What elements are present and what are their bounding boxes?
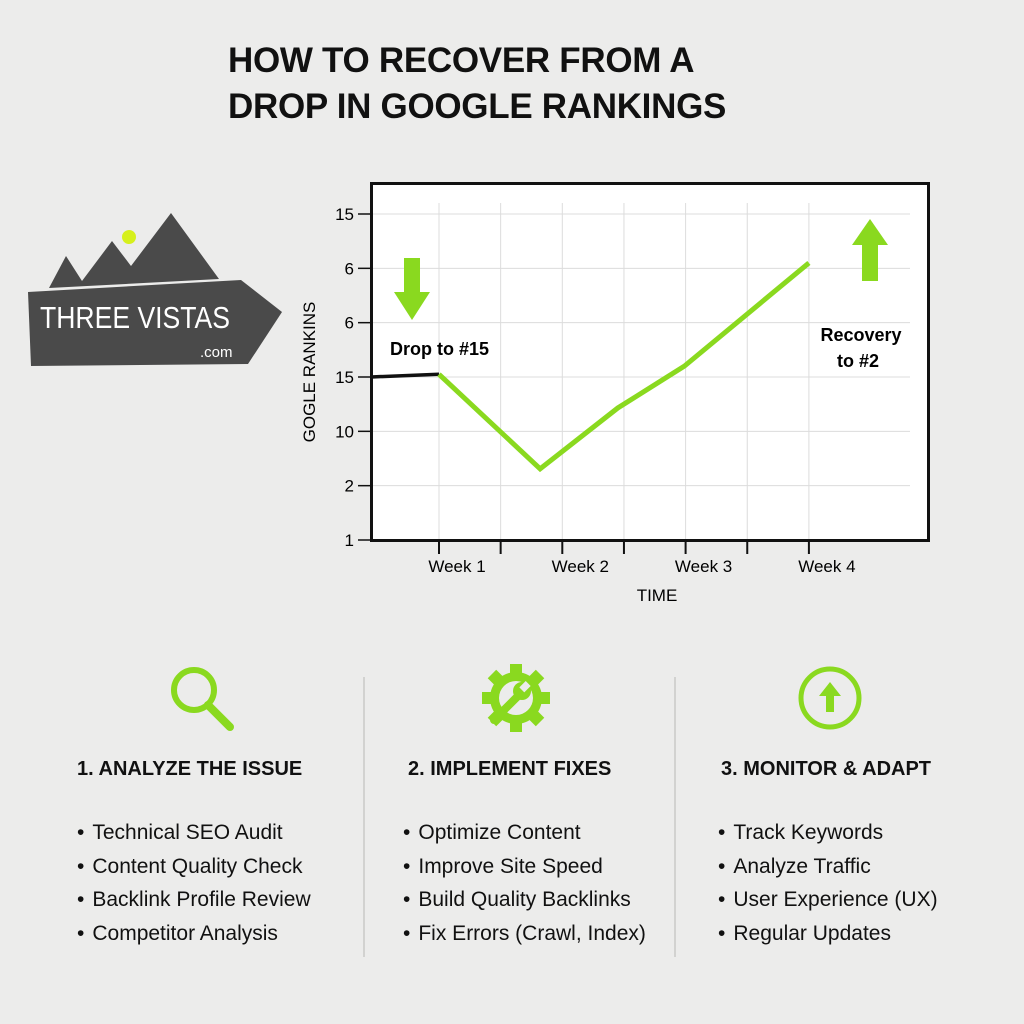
list-item: Regular Updates (718, 919, 938, 953)
up-arrow-icon (852, 219, 888, 281)
logo-suffix: .com (200, 344, 233, 361)
list-item: Content Quality Check (77, 852, 311, 886)
magnifier-icon (171, 667, 234, 731)
recovery-annotation-line1: Recovery (820, 325, 901, 345)
y-tick-label: 15 (335, 368, 354, 387)
x-tick-label: Week 4 (798, 557, 855, 576)
step-3-heading: 3. MONITOR & ADAPT (721, 758, 932, 780)
x-tick-label: Week 2 (552, 557, 609, 576)
page-title: HOW TO RECOVER FROM A DROP IN GOOGLE RAN… (228, 38, 726, 130)
list-item: Analyze Traffic (718, 852, 938, 886)
gear-wrench-icon (482, 664, 550, 732)
x-axis-label: TIME (637, 586, 678, 605)
arrow-up-circle-icon (798, 666, 862, 730)
x-tick-label: Week 3 (675, 557, 732, 576)
step-1-heading: 1. ANALYZE THE ISSUE (77, 758, 303, 780)
y-tick-label: 6 (345, 314, 354, 333)
sun-icon (122, 230, 136, 244)
y-tick-label: 10 (335, 422, 354, 441)
column-divider (674, 677, 676, 957)
y-tick-label: 15 (335, 205, 354, 224)
three-vistas-logo: THREE VISTAS .com (28, 213, 282, 366)
list-item: Optimize Content (403, 818, 646, 852)
list-item: Build Quality Backlinks (403, 885, 646, 919)
list-item: Technical SEO Audit (77, 818, 311, 852)
list-item: Improve Site Speed (403, 852, 646, 886)
recovery-annotation-line2: to #2 (837, 351, 879, 371)
series-line-baseline (370, 372, 440, 379)
title-line-1: HOW TO RECOVER FROM A (228, 41, 695, 80)
series-line-rankings (437, 260, 811, 473)
list-item: Fix Errors (Crawl, Index) (403, 919, 646, 953)
list-item: User Experience (UX) (718, 885, 937, 919)
list-item: Backlink Profile Review (77, 885, 310, 919)
logo-text: THREE VISTAS (40, 300, 230, 335)
step-2-list: Optimize Content Improve Site Speed Buil… (403, 818, 646, 952)
step-3-list: Track Keywords Analyze Traffic User Expe… (718, 818, 938, 953)
drop-annotation: Drop to #15 (390, 339, 489, 359)
plot-frame (370, 182, 930, 542)
step-1-list: Technical SEO Audit Content Quality Chec… (77, 818, 311, 953)
y-tick-label: 2 (345, 477, 354, 496)
down-arrow-icon (394, 258, 430, 320)
logo-banner (28, 280, 282, 366)
y-tick-label: 1 (345, 531, 354, 550)
title-line-2: DROP IN GOOGLE RANKINGS (228, 87, 727, 126)
list-item: Track Keywords (718, 818, 938, 852)
x-tick-label: Week 1 (428, 557, 485, 576)
y-axis-label: GOGLE RANKINS (300, 302, 319, 443)
column-divider (363, 677, 365, 957)
mountains-icon (49, 213, 219, 288)
step-2-heading: 2. IMPLEMENT FIXES (408, 758, 612, 780)
plot-background (371, 183, 929, 540)
list-item: Competitor Analysis (77, 919, 311, 953)
y-tick-label: 6 (345, 259, 354, 278)
